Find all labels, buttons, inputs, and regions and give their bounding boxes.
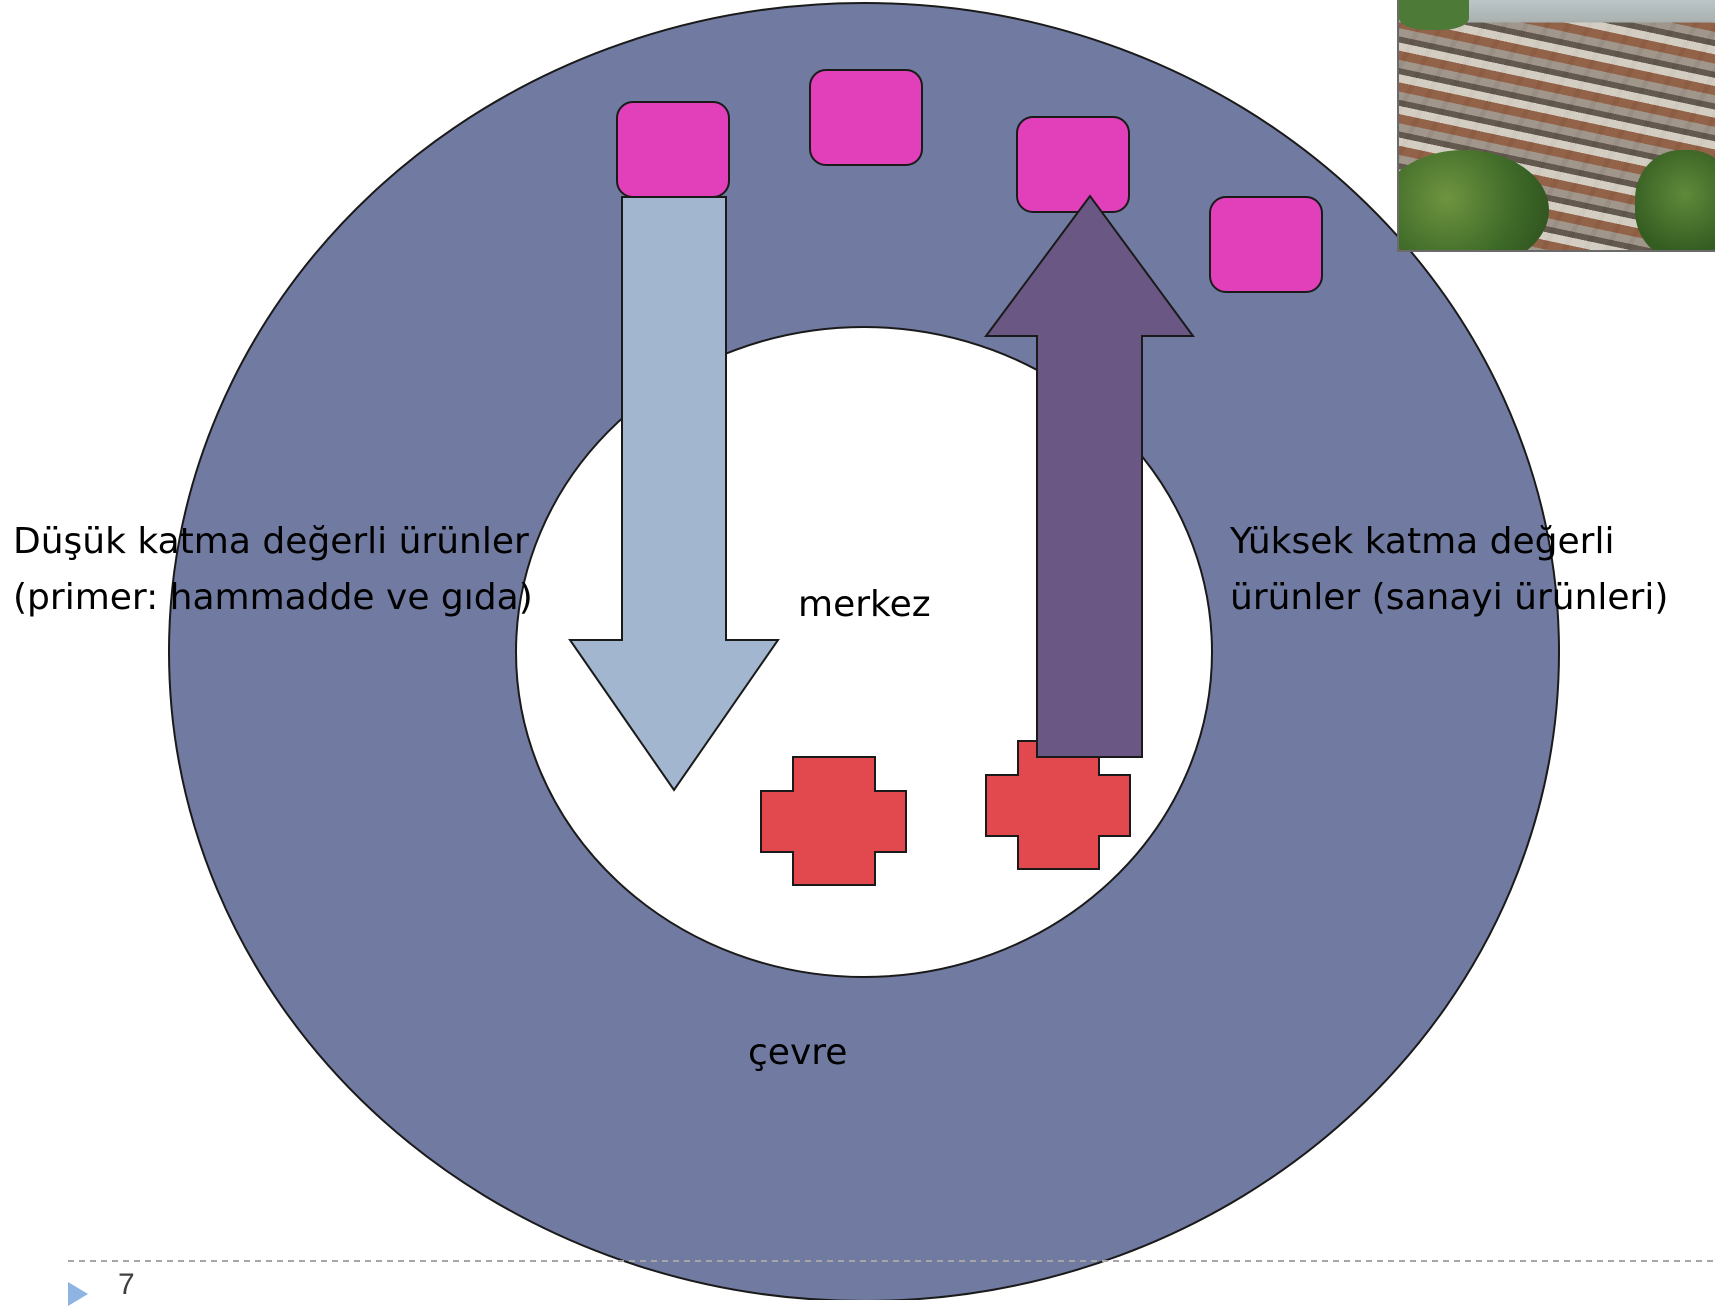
periphery-square-3 (1016, 116, 1130, 213)
periphery-square-2 (809, 69, 923, 166)
industrial-goods-up-arrow (984, 194, 1195, 758)
core-cross-2 (985, 740, 1131, 870)
photo-tree-right (1635, 150, 1715, 250)
triangle-right-icon (68, 1282, 88, 1306)
primary-goods-down-arrow (568, 196, 780, 792)
slum-photo (1397, 0, 1715, 252)
periphery-square-4 (1209, 196, 1323, 293)
periphery-square-1 (616, 101, 730, 198)
primary-goods-label: Düşük katma değerli ürünler (primer: ham… (13, 521, 533, 618)
core-label: merkez (798, 584, 931, 625)
slide-number: 7 (118, 1268, 135, 1301)
industrial-goods-label: Yüksek katma değerli ürünler (sanayi ürü… (1230, 521, 1669, 618)
core-cross-1 (760, 756, 907, 886)
photo-foliage (1399, 0, 1469, 30)
periphery-label: çevre (748, 1032, 848, 1073)
photo-tree-left (1399, 150, 1549, 250)
